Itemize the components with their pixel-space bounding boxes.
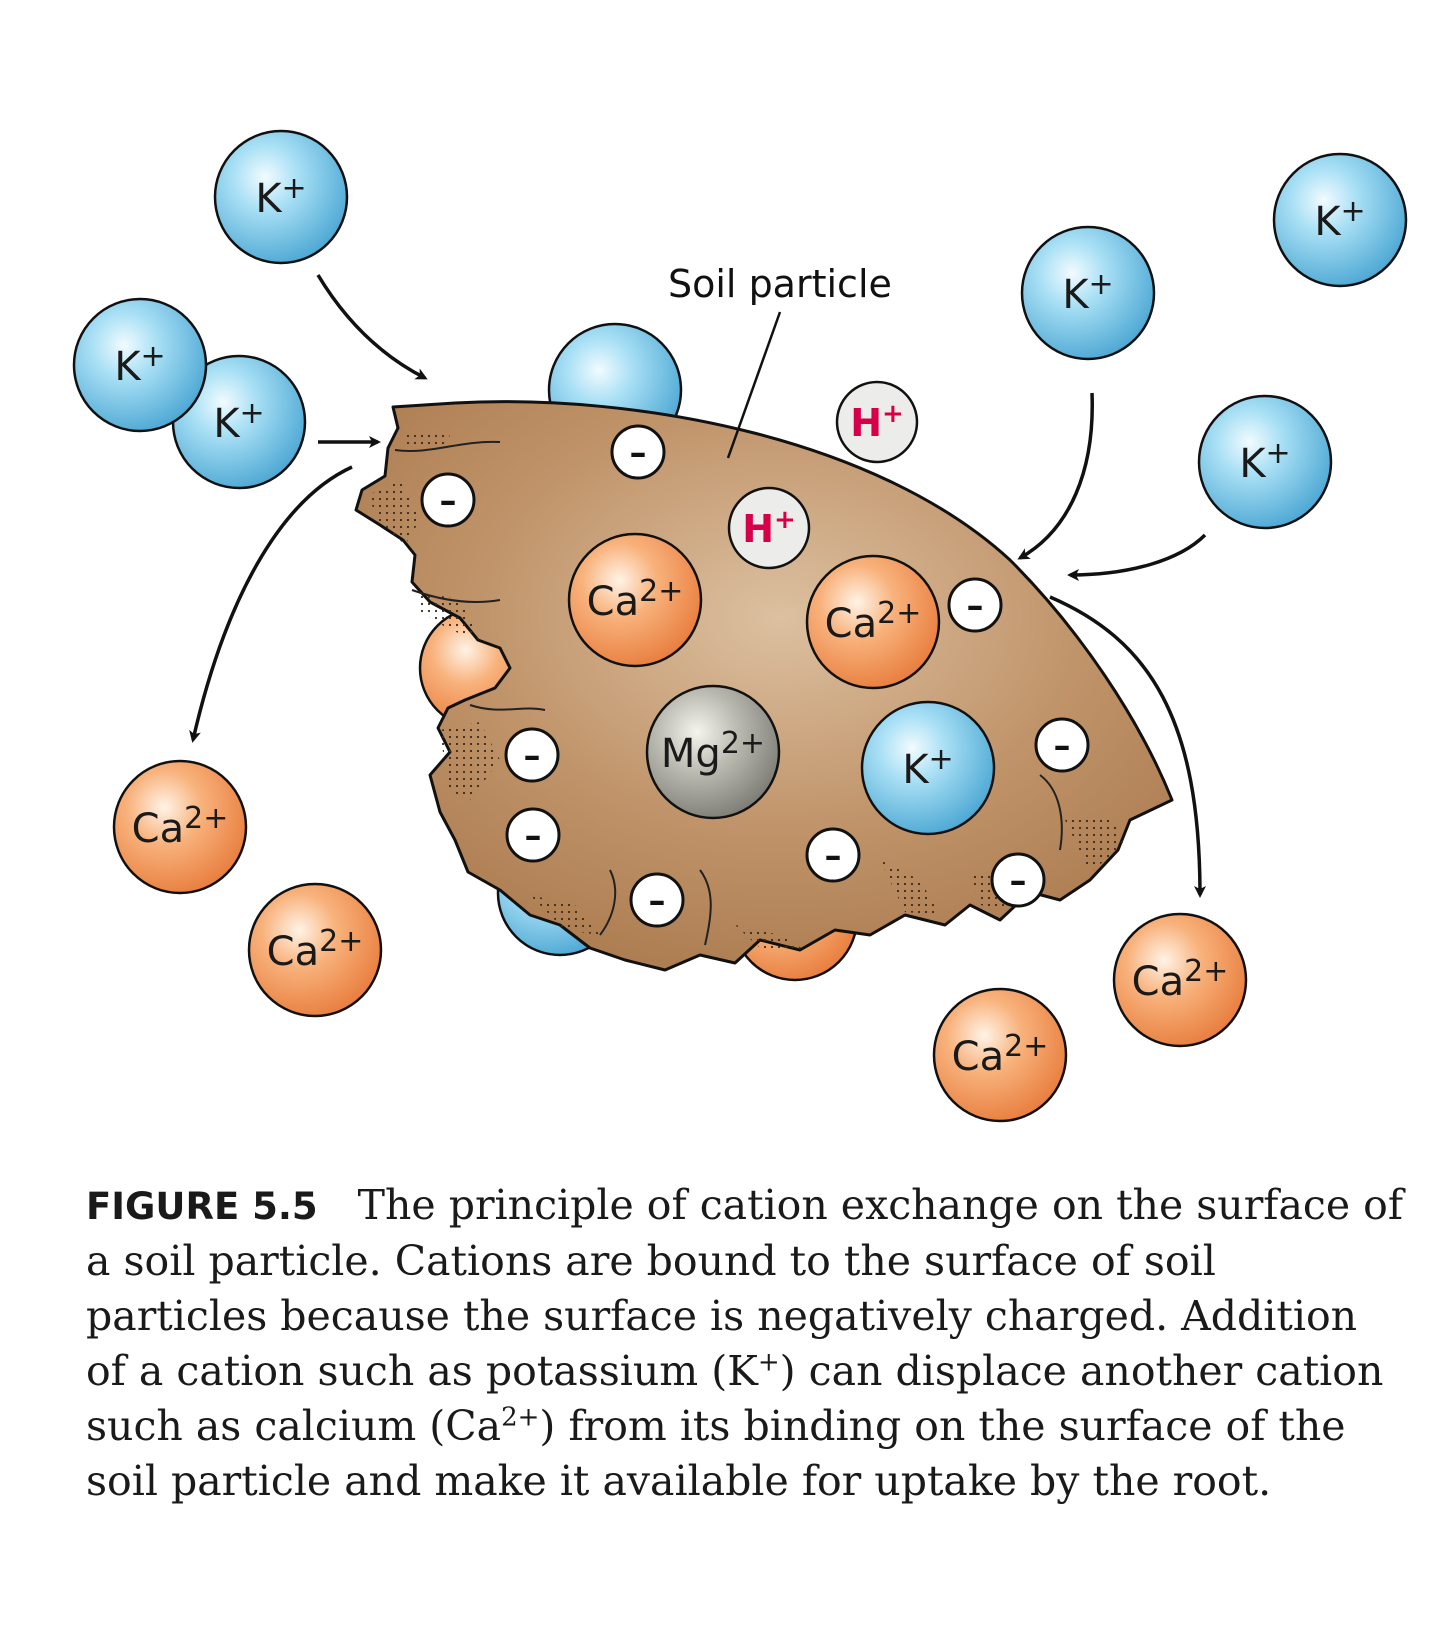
svg-text:–: –: [525, 816, 542, 856]
soil-crack: [1039, 774, 1063, 851]
svg-text:K+: K+: [1314, 194, 1365, 245]
ion-charge: 2+: [877, 596, 921, 631]
caption-superscript: 2+: [501, 1402, 540, 1433]
k-ion: K+: [860, 700, 996, 836]
svg-text:Mg2+: Mg2+: [661, 726, 765, 777]
ion-symbol: Mg: [661, 731, 721, 777]
soil-texture: [880, 860, 940, 915]
ion-charge: +: [882, 399, 904, 429]
soil-texture: [1065, 815, 1125, 872]
ion-charge: +: [774, 505, 796, 535]
soil-texture: [735, 925, 805, 950]
ion-symbol: Ca: [825, 601, 877, 647]
caption-superscript: +: [757, 1347, 780, 1378]
svg-text:Ca2+: Ca2+: [132, 801, 229, 852]
k-ion: K+: [171, 354, 307, 490]
figure-label: FIGURE 5.5: [86, 1185, 318, 1228]
soil-crack: [469, 704, 546, 711]
exchange-arrows: [189, 274, 1207, 898]
negative-charge: –: [947, 577, 1003, 633]
negative-charge: –: [805, 827, 861, 883]
ca-ion: Ca2+: [247, 882, 383, 1018]
soil-texture: [415, 590, 480, 640]
svg-text:–: –: [524, 736, 541, 776]
k-ion: K+: [1020, 225, 1156, 361]
k-ion: K+: [1197, 394, 1333, 530]
svg-text:–: –: [825, 836, 842, 876]
ion-charge: 2+: [721, 726, 765, 761]
svg-text:Ca2+: Ca2+: [825, 596, 922, 647]
svg-text:Ca2+: Ca2+: [267, 924, 364, 975]
arrow-k-in: [316, 274, 428, 380]
negative-charge: –: [420, 472, 476, 528]
k-ion: K+: [72, 297, 208, 433]
svg-text:–: –: [440, 481, 457, 521]
svg-text:Ca2+: Ca2+: [1132, 954, 1229, 1005]
soil-particle-body: [354, 400, 1174, 972]
h-ion: H+: [835, 380, 919, 464]
ca-ion: Ca2+: [567, 532, 703, 668]
svg-text:K+: K+: [255, 171, 306, 222]
ca-ion: Ca2+: [112, 759, 248, 895]
negative-charge: –: [505, 807, 561, 863]
svg-text:K+: K+: [114, 339, 165, 390]
soil-texture: [530, 895, 600, 935]
caption-text: ) from its binding on the surface of the…: [86, 1402, 1346, 1505]
soil-texture: [368, 480, 420, 545]
negative-charge: –: [1034, 717, 1090, 773]
soil-texture: [400, 430, 450, 448]
label-leader-line: [726, 311, 782, 459]
caption-text: ) can displace another cation such as ca…: [86, 1347, 1384, 1450]
k-ion: K+: [213, 129, 349, 265]
ion-charge: 2+: [639, 574, 683, 609]
negative-charge: –: [629, 872, 685, 928]
ion-symbol: H: [742, 507, 774, 551]
soil-crack: [699, 869, 712, 946]
negative-charge: –: [504, 727, 560, 783]
svg-text:–: –: [630, 433, 647, 473]
ca-ion: Ca2+: [932, 987, 1068, 1123]
svg-text:H+: H+: [850, 399, 904, 445]
cation-exchange-diagram: Soil particle Ca2+ Ca2+ Mg2+ K+ H+ H+ –: [72, 129, 1408, 1123]
negative-charge: –: [990, 852, 1046, 908]
ca-ion: Ca2+: [1112, 912, 1248, 1048]
soil-texture: [440, 722, 500, 800]
svg-text:Ca2+: Ca2+: [952, 1029, 1049, 1080]
ion-symbol: H: [850, 401, 882, 445]
negative-charge: –: [610, 424, 666, 480]
h-ion: H+: [727, 486, 811, 570]
svg-text:–: –: [1010, 861, 1027, 901]
arrow-k-in: [1067, 533, 1207, 581]
svg-text:K+: K+: [213, 396, 264, 447]
arrow-ca-out: [1049, 595, 1206, 898]
svg-text:K+: K+: [902, 742, 953, 793]
soil-crack: [599, 869, 617, 936]
svg-text:Ca2+: Ca2+: [587, 574, 684, 625]
mg-ion: Mg2+: [645, 684, 781, 820]
soil-particle-label: Soil particle: [668, 262, 892, 306]
svg-text:–: –: [649, 881, 666, 921]
ion-charge: +: [929, 742, 954, 777]
caption-text: The principle of cation exchange on the …: [86, 1181, 1404, 1395]
arrow-k-in: [1017, 392, 1094, 560]
ca-ion: Ca2+: [805, 554, 941, 690]
ion-symbol: K: [902, 747, 930, 793]
svg-text:–: –: [967, 586, 984, 626]
arrow-ca-out: [189, 465, 353, 743]
svg-text:K+: K+: [1062, 267, 1113, 318]
soil-particle: [354, 400, 1174, 972]
ion-symbol: Ca: [587, 579, 639, 625]
svg-text:–: –: [1054, 726, 1071, 766]
svg-text:K+: K+: [1239, 436, 1290, 487]
svg-text:H+: H+: [742, 505, 796, 551]
k-ion: K+: [1272, 152, 1408, 288]
